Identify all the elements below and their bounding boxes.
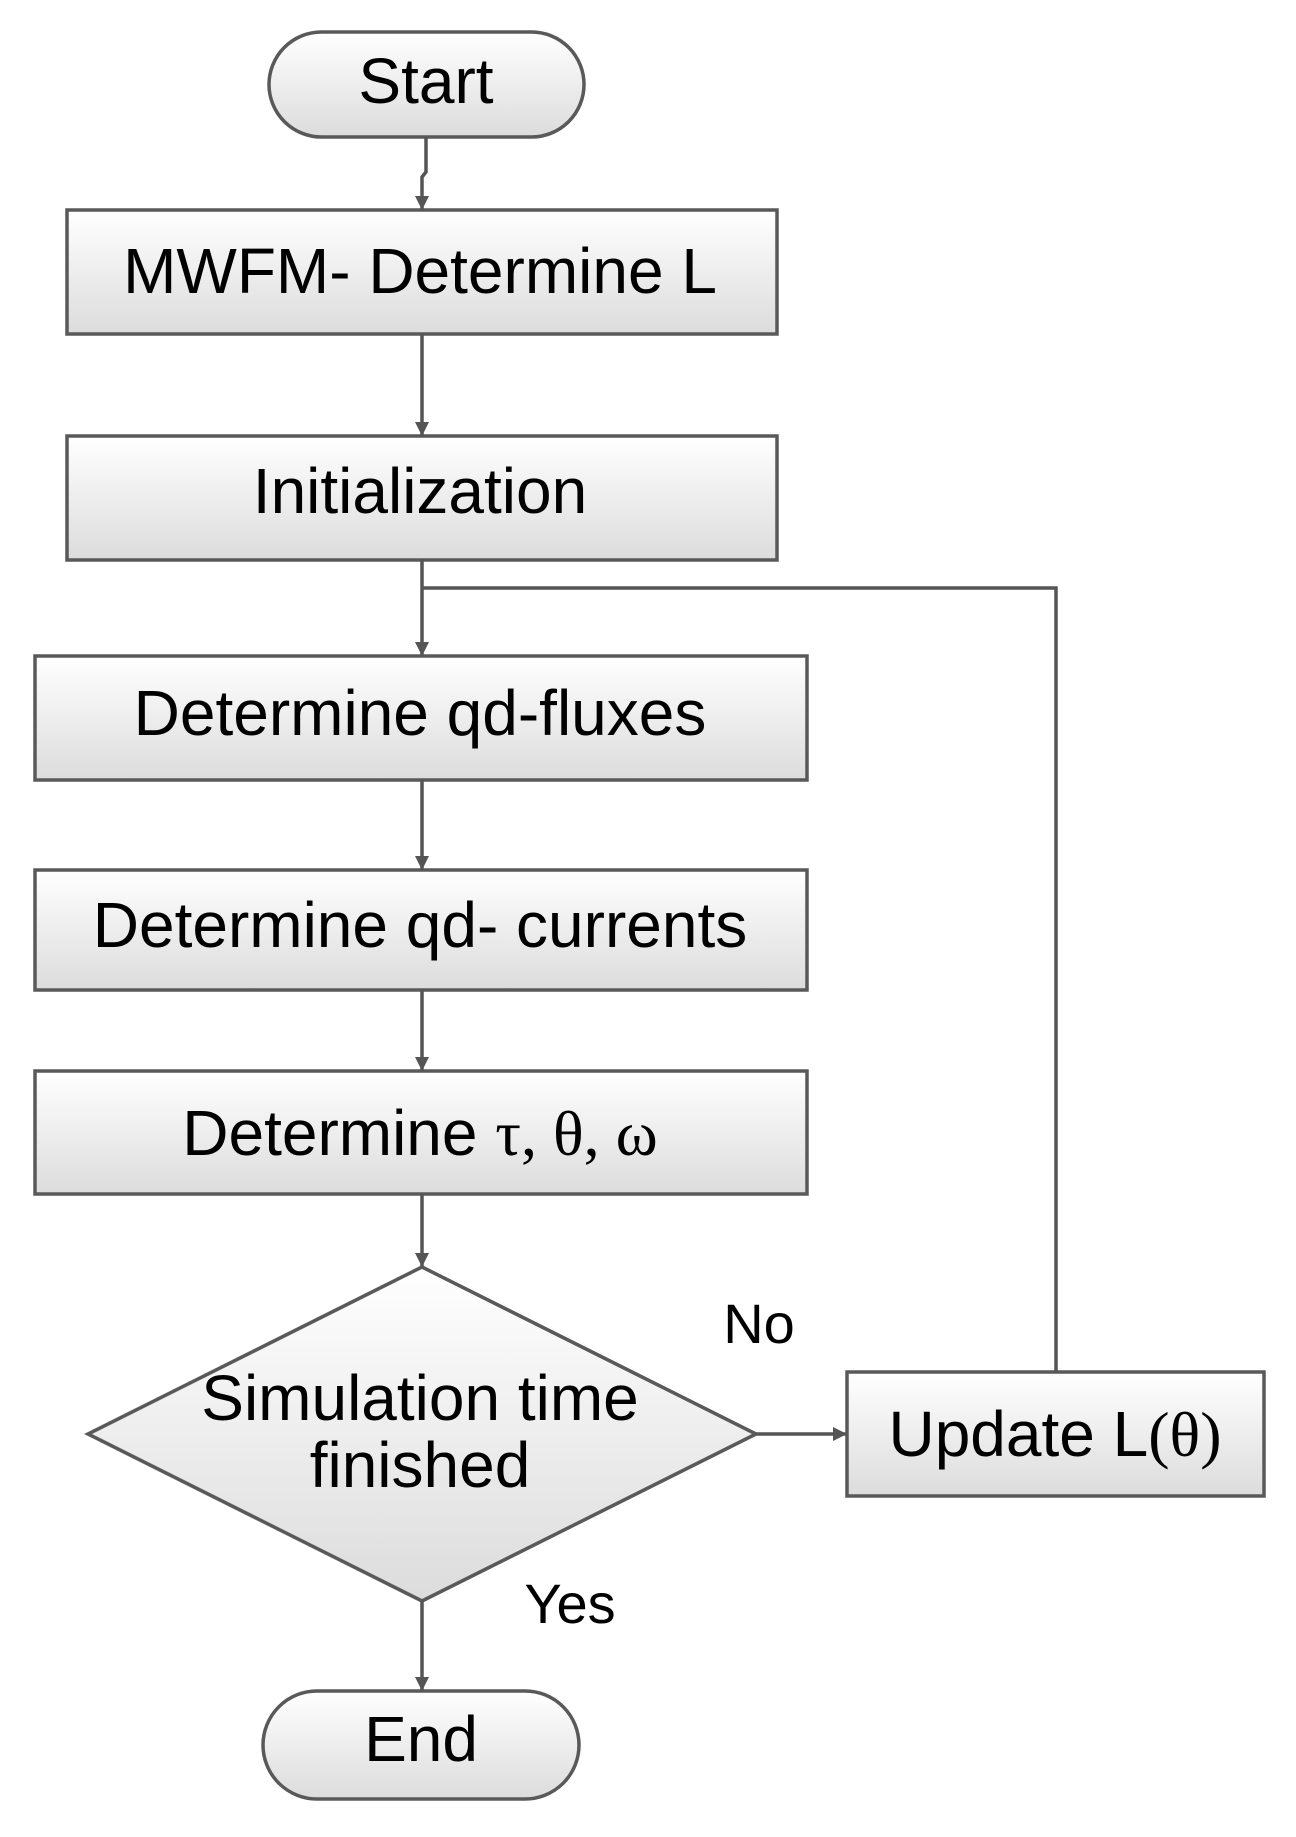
process-mwfm-determine-l: MWFM- Determine L — [65, 208, 779, 336]
process-label-text: Update L — [888, 1398, 1148, 1470]
process-label: MWFM- Determine L — [123, 235, 717, 307]
process-label: Initialization — [253, 455, 587, 527]
process-box — [33, 654, 809, 782]
arrow-start-to-mwfm — [415, 137, 429, 210]
start-label: Start — [358, 45, 493, 117]
start-terminal: Start — [267, 30, 586, 139]
decision-simulation-time-finished: Simulation time finished — [84, 1265, 760, 1603]
process-label-symbols: τ, θ, ω — [495, 1098, 658, 1169]
loop-line-update-to-fluxes — [422, 586, 1058, 1372]
process-label: Update L(θ) — [888, 1398, 1221, 1470]
process-label-text: Determine — [182, 1097, 495, 1169]
end-terminal: End — [261, 1689, 581, 1801]
process-label: Determine τ, θ, ω — [182, 1097, 658, 1169]
process-label: Determine qd-fluxes — [134, 677, 707, 749]
edge-label-no: No — [723, 1292, 795, 1355]
process-determine-qd-fluxes: Determine qd-fluxes — [33, 654, 809, 782]
edge-label-yes: Yes — [524, 1572, 615, 1635]
decision-label-line-1: Simulation time — [201, 1362, 639, 1434]
process-label: Determine qd- currents — [93, 889, 747, 961]
decision-label-line-2: finished — [310, 1429, 531, 1501]
process-update-l-theta: Update L(θ) — [845, 1370, 1266, 1498]
process-determine-torque-angle-speed: Determine τ, θ, ω — [33, 1069, 809, 1196]
end-label: End — [364, 1703, 478, 1775]
process-label-symbols: (θ) — [1148, 1399, 1221, 1470]
process-determine-qd-currents: Determine qd- currents — [33, 868, 809, 992]
process-initialization: Initialization — [65, 434, 779, 562]
process-box — [65, 208, 779, 336]
